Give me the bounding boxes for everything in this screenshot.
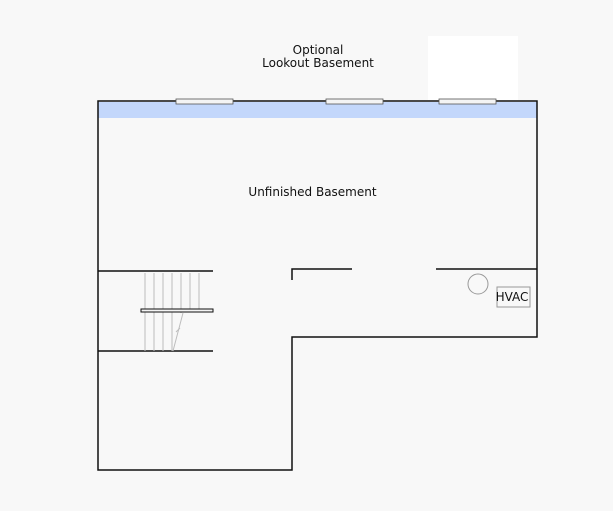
window-2: [325, 98, 384, 105]
optional-label-line1: Optional: [292, 43, 344, 57]
water-heater: [467, 273, 489, 295]
exterior-patch: [428, 36, 518, 100]
window-3: [438, 98, 497, 105]
optional-label-line2: Lookout Basement: [262, 56, 374, 70]
lookout-band: [98, 102, 537, 118]
exterior-wall: [97, 100, 538, 471]
room-label: Unfinished Basement: [248, 185, 377, 199]
stair-direction-arrow: [172, 312, 184, 352]
interior-wall-left: [291, 268, 352, 280]
window-1: [175, 98, 234, 105]
hvac-label: HVAC: [495, 290, 529, 304]
stair-handrail: [140, 308, 214, 313]
hvac-unit: [496, 286, 531, 308]
optional-lookout-label: Optional Lookout Basement: [243, 44, 393, 70]
